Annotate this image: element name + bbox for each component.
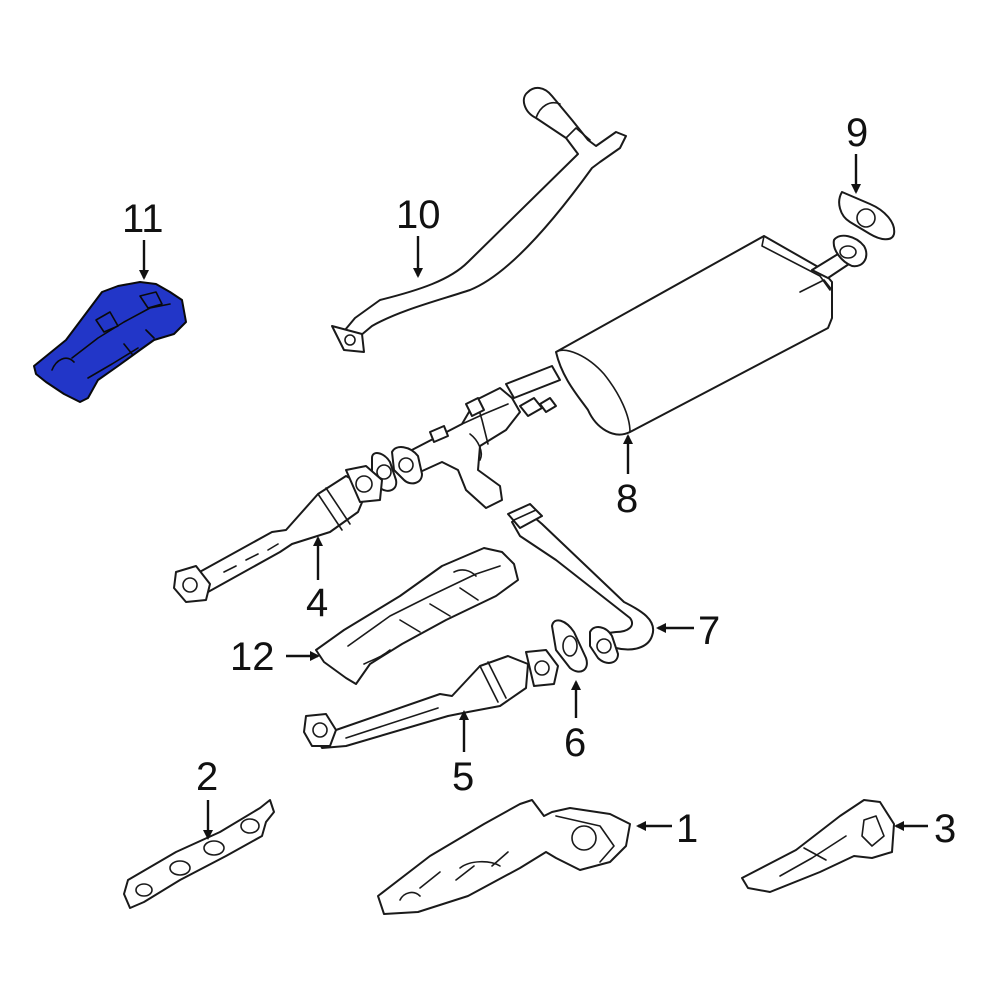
- part-4-catalytic-converter[interactable]: [173, 465, 383, 603]
- callout-9: 9: [846, 111, 868, 155]
- part-5-catalytic-converter[interactable]: [303, 649, 559, 749]
- part-3-heat-shield[interactable]: [741, 799, 895, 893]
- callout-5: 5: [452, 755, 474, 799]
- callout-10: 10: [396, 193, 441, 237]
- part-7-front-pipe[interactable]: [507, 503, 655, 651]
- callout-12: 12: [230, 635, 275, 679]
- callout-4: 4: [306, 581, 328, 625]
- callout-2: 2: [196, 755, 218, 799]
- y-pipe-assembly[interactable]: [407, 387, 557, 509]
- part-1-exhaust-manifold[interactable]: [377, 799, 631, 915]
- part-2-manifold-gasket[interactable]: [123, 799, 275, 909]
- callout-6: 6: [564, 721, 586, 765]
- callout-1: 1: [676, 807, 698, 851]
- part-12-heat-shield[interactable]: [315, 547, 519, 685]
- part-8-muffler[interactable]: [505, 234, 868, 436]
- callout-leaders: [139, 154, 928, 840]
- callout-11: 11: [122, 197, 164, 241]
- part-11-heat-shield[interactable]: [33, 281, 187, 403]
- part-9-gasket[interactable]: [838, 191, 896, 241]
- callout-7: 7: [698, 609, 720, 653]
- part-10-tail-pipe[interactable]: [331, 86, 627, 353]
- callout-3: 3: [934, 807, 956, 851]
- callout-numbers: 1 2 3 4 5 6 7 8 9 10 11 12: [122, 111, 956, 851]
- part-6-gasket[interactable]: [551, 619, 619, 673]
- callout-8: 8: [616, 477, 638, 521]
